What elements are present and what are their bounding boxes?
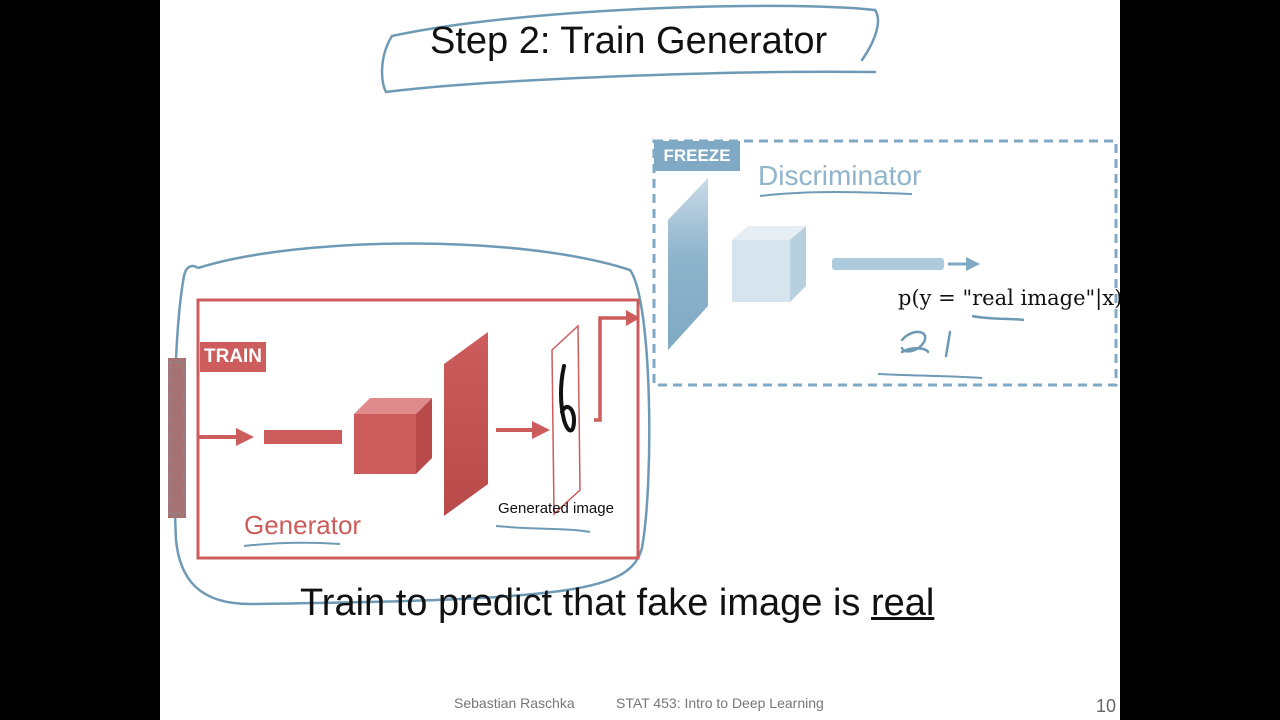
generated-image-label: Generated image <box>498 500 614 517</box>
generated-image-underline <box>495 525 591 533</box>
discriminator-dense-bar <box>832 258 944 270</box>
approx-one-note <box>900 330 952 358</box>
footer-author: Sebastian Raschka <box>454 695 575 711</box>
discriminator-output-arrow <box>948 257 980 271</box>
generator-output-plane <box>444 332 488 516</box>
note-underline <box>877 373 983 379</box>
slide: Step 2: Train Generator FREEZE Discrimin… <box>160 0 1120 720</box>
discriminator-conv-cube <box>732 226 806 302</box>
freeze-badge: FREEZE <box>654 141 740 171</box>
generator-frame <box>196 298 640 560</box>
footer-course: STAT 453: Intro to Deep Learning <box>616 695 824 711</box>
noise-vector <box>168 358 186 518</box>
caption-underlined-word: real <box>870 582 935 624</box>
discriminator-input-plane <box>668 178 708 350</box>
probability-formula: p(y = "real image"|x) <box>898 286 1120 310</box>
slide-caption: Train to predict that fake image is real <box>300 582 934 625</box>
discriminator-frame <box>652 139 1118 387</box>
generator-conv-cube <box>354 398 432 474</box>
formula-underline <box>971 314 1025 322</box>
diagram-canvas <box>168 4 1118 606</box>
generator-label-underline <box>243 541 341 547</box>
discriminator-label: Discriminator <box>758 160 922 191</box>
generator-to-discriminator-arrow <box>594 310 640 422</box>
page-number: 10 <box>1096 696 1117 716</box>
generator-dense-bar <box>264 430 342 444</box>
generator-input-arrow <box>198 428 254 446</box>
caption-text: Train to predict that fake image is <box>300 582 871 624</box>
generator-label: Generator <box>244 510 362 540</box>
generated-image-arrow <box>496 421 550 439</box>
train-badge: TRAIN <box>200 342 266 372</box>
slide-title: Step 2: Train Generator <box>430 20 828 62</box>
generated-image <box>551 324 581 516</box>
discriminator-label-underline <box>759 191 913 197</box>
title-annotation <box>380 4 880 94</box>
